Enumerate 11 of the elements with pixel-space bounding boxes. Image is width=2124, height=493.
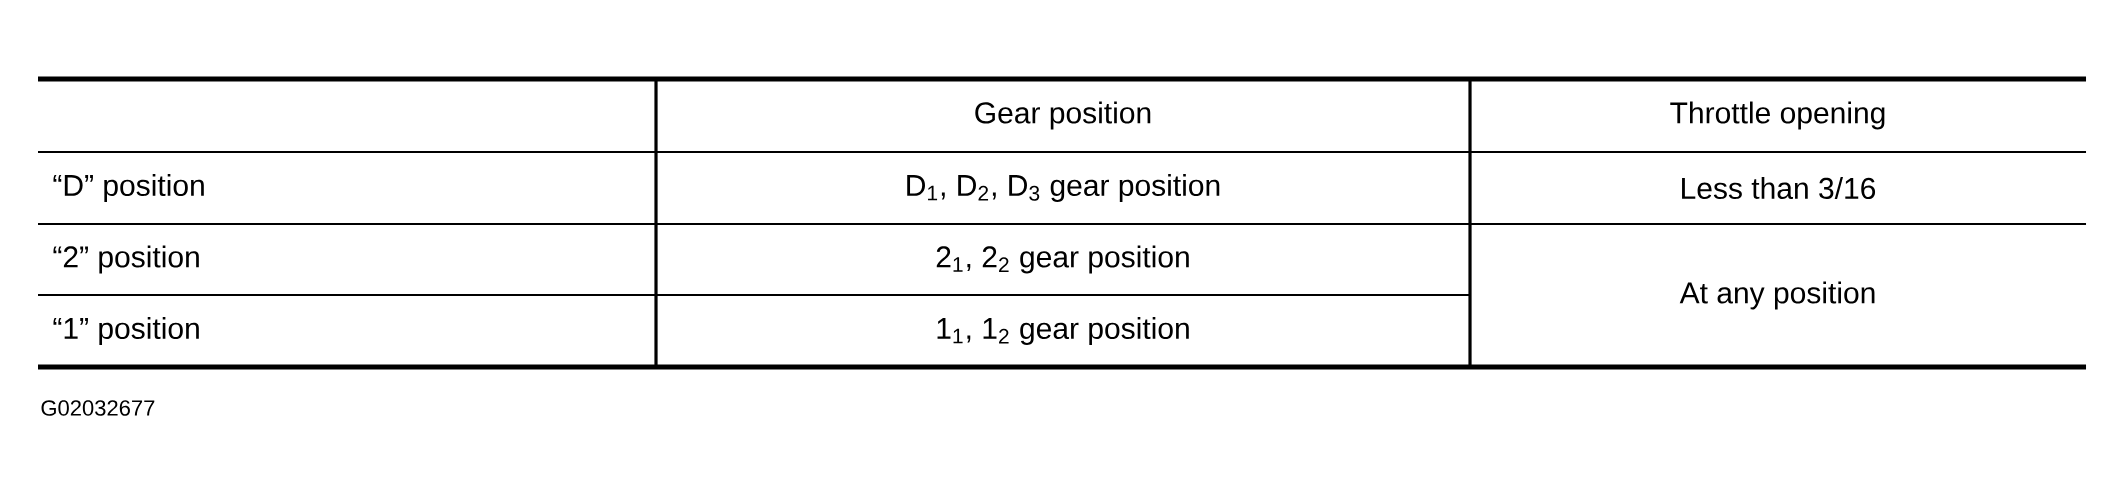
table-text: At any position [1679,281,1875,310]
table-text: “2” position [53,245,199,274]
table-text: “1” position [53,317,199,345]
figure-code: G02032677 [41,400,155,416]
table-text: D$_{1}$, D$_{2}$, D$_{3}$ gear position [907,174,1220,202]
table-text: “D” position [53,174,204,202]
table-text: Throttle opening [1670,101,1885,130]
table-text: Gear position [975,101,1151,130]
table-text: 1$_{1}$, 1$_{2}$ gear position [937,317,1189,345]
table-text: Less than 3/16 [1682,177,1876,199]
table-text: 2$_{1}$, 2$_{2}$ gear position [936,245,1189,274]
